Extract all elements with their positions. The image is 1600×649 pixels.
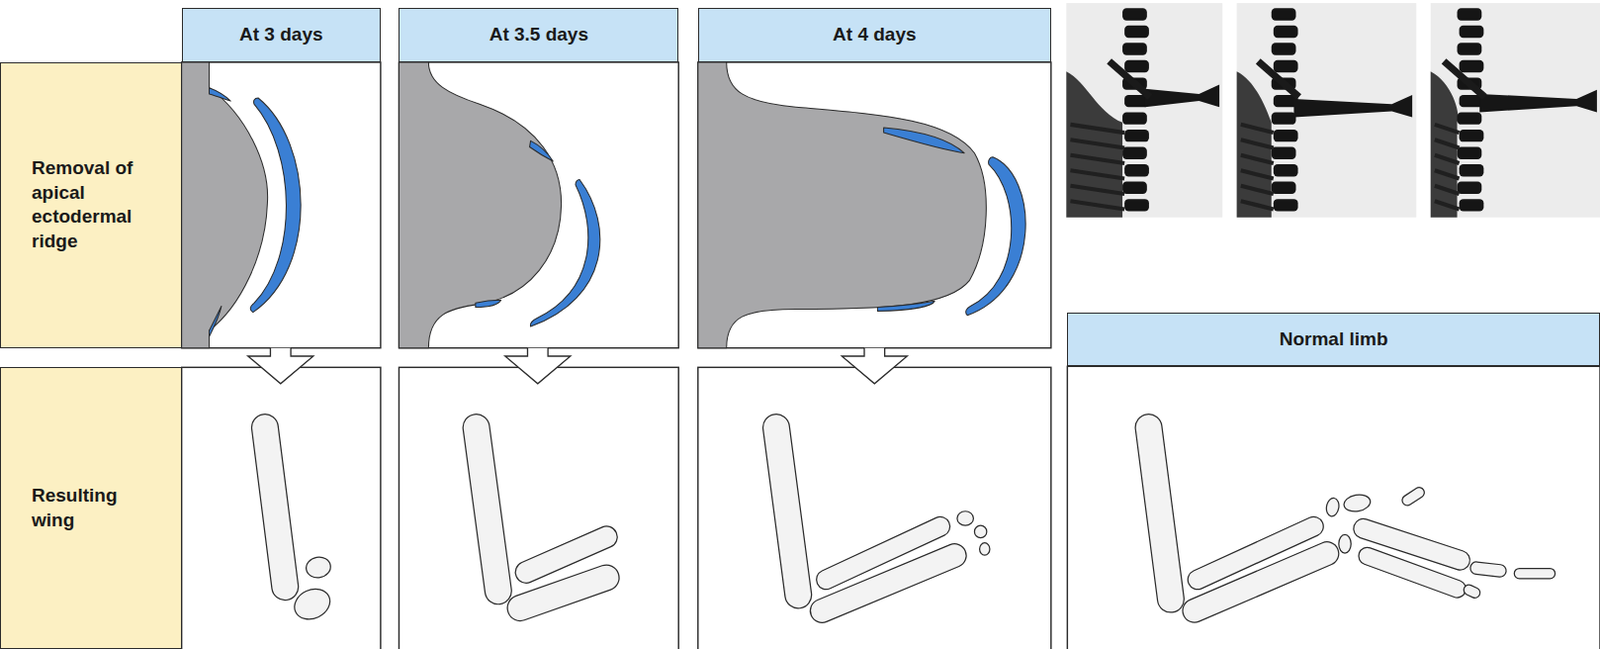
bone — [461, 412, 514, 606]
panel-frame — [398, 366, 679, 649]
hollow-arrow — [505, 348, 571, 384]
column-heading: At 3.5 days — [489, 22, 589, 48]
panel-frame — [698, 62, 1052, 349]
carpal-bone — [974, 525, 986, 537]
bone — [1469, 560, 1508, 577]
carpal-bone — [289, 583, 336, 625]
bone — [1400, 485, 1426, 508]
column-heading: Normal limb — [1279, 327, 1389, 353]
xray-photo — [1066, 2, 1223, 218]
ridge-remnant — [884, 127, 966, 154]
hollow-arrow — [248, 348, 314, 384]
panel-frame — [181, 366, 381, 649]
bone — [1355, 544, 1468, 601]
panel-frame — [1066, 365, 1600, 649]
ridge-remnant — [530, 140, 554, 162]
bone — [250, 412, 300, 602]
drawing — [181, 2, 1600, 649]
header-box: At 4 days — [698, 7, 1052, 63]
bone — [761, 412, 813, 610]
row-label-box: Resulting wing — [0, 366, 182, 649]
limb-bud — [698, 62, 987, 349]
row-label: Resulting wing — [31, 483, 141, 533]
ridge-remnant — [209, 88, 232, 101]
bone — [1134, 412, 1186, 615]
carpal-bone — [979, 542, 990, 555]
bone — [1513, 568, 1555, 579]
carpal-bone — [1338, 533, 1351, 553]
removed-ridge — [250, 97, 301, 313]
bone — [806, 539, 971, 626]
hollow-arrow — [841, 348, 907, 384]
carpal-bone — [304, 554, 333, 580]
column-heading: At 3 days — [239, 22, 323, 48]
removed-ridge — [530, 179, 600, 328]
header-box: Normal limb — [1066, 312, 1600, 367]
header-box: At 3 days — [181, 7, 381, 63]
ridge-remnant — [209, 305, 222, 337]
carpal-bone — [957, 511, 975, 526]
header-box: At 3.5 days — [398, 7, 679, 63]
panel-frame — [698, 366, 1052, 649]
carpal-bone — [1342, 492, 1372, 514]
xray-photo — [1430, 2, 1600, 218]
limb-bud — [398, 62, 561, 349]
row-label: Removal of apical ectodermal ridge — [31, 156, 135, 255]
panel-frame — [181, 62, 381, 349]
panel-frame — [398, 62, 679, 349]
bone — [504, 561, 623, 625]
column-heading: At 4 days — [832, 22, 916, 48]
bone — [1462, 582, 1483, 600]
bone — [1178, 537, 1342, 626]
ridge-remnant — [877, 300, 935, 311]
xray-photo — [1237, 2, 1418, 218]
removed-ridge — [966, 157, 1026, 316]
ridge-remnant — [475, 299, 502, 307]
carpal-bone — [1325, 496, 1340, 517]
row-label-box: Removal of apical ectodermal ridge — [0, 62, 182, 349]
